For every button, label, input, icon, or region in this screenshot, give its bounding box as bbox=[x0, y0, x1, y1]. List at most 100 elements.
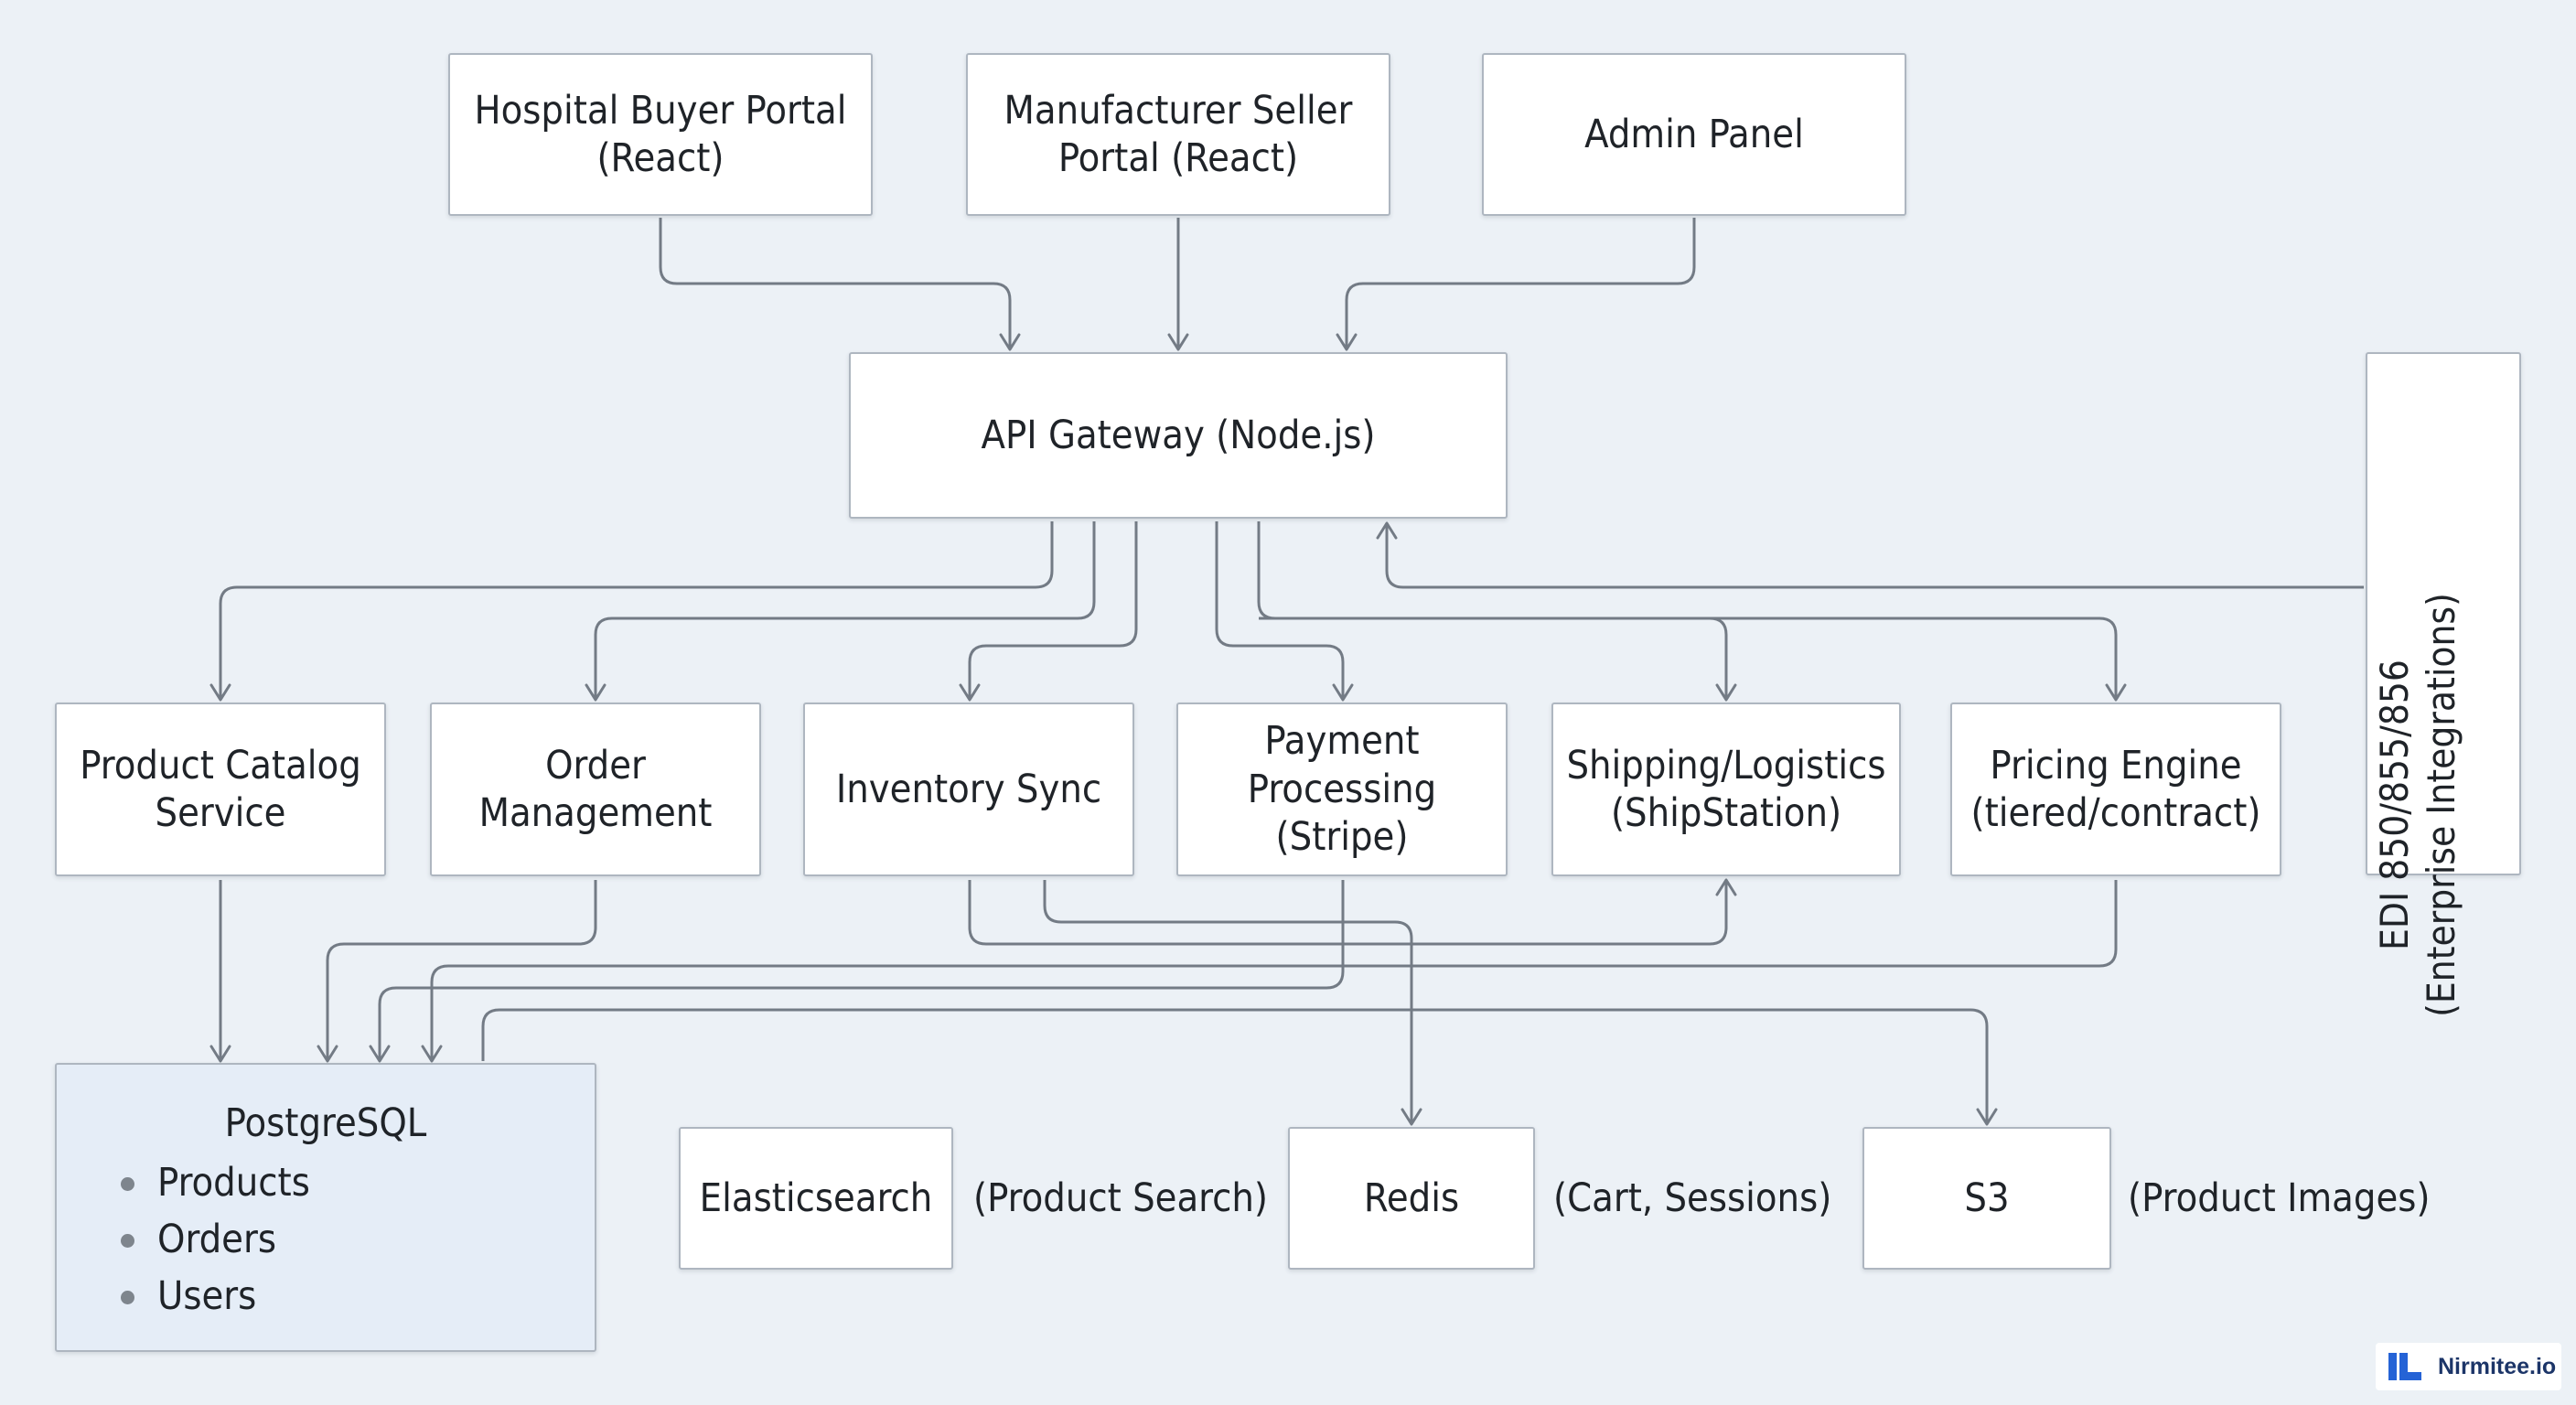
connector-line bbox=[378, 880, 1345, 1061]
node-pricing-engine: Pricing Engine (tiered/contract) bbox=[1950, 702, 2281, 876]
arrowhead bbox=[585, 683, 606, 702]
arrowhead bbox=[1976, 1108, 1998, 1126]
node-label-line: (ShipStation) bbox=[1610, 790, 1842, 836]
postgresql-table-item: Orders bbox=[121, 1211, 595, 1268]
connector-line bbox=[481, 1008, 1989, 1124]
node-label-line: Payment bbox=[1264, 718, 1420, 765]
node-label-line: Order bbox=[545, 742, 646, 788]
connector-line bbox=[968, 521, 1138, 700]
arrowhead bbox=[209, 1045, 231, 1063]
nirmitee-logo-icon bbox=[2388, 1353, 2421, 1380]
connector-line bbox=[1257, 521, 1728, 700]
node-label-line: Shipping/Logistics bbox=[1566, 742, 1886, 788]
note-product-images: (Product Images) bbox=[2128, 1175, 2431, 1221]
edge-pricing-to-postgresql bbox=[421, 880, 2118, 1063]
node-edi-integrations bbox=[2366, 352, 2521, 875]
note-product-search: (Product Search) bbox=[973, 1175, 1268, 1221]
node-payment-processing: Payment Processing (Stripe) bbox=[1176, 702, 1508, 876]
node-s3: S3 bbox=[1862, 1127, 2111, 1270]
node-api-gateway: API Gateway (Node.js) bbox=[849, 352, 1508, 519]
connector-line bbox=[1385, 523, 2364, 589]
node-label-line: Portal (React) bbox=[1057, 135, 1299, 181]
edge-edi-to-gateway bbox=[1376, 521, 2364, 589]
node-label-line: (tiered/contract) bbox=[1970, 790, 2261, 836]
node-label-line: Management bbox=[478, 790, 713, 836]
connector-line bbox=[1259, 617, 2118, 700]
arrowhead bbox=[1332, 683, 1354, 702]
node-postgresql: PostgreSQL Products Orders Users bbox=[55, 1063, 596, 1352]
node-shipping-logistics: Shipping/Logistics (ShipStation) bbox=[1551, 702, 1901, 876]
arrowhead bbox=[959, 683, 981, 702]
node-hospital-buyer-portal: Hospital Buyer Portal (React) bbox=[448, 53, 873, 216]
node-label-line: (React) bbox=[596, 135, 724, 181]
arrowhead bbox=[2105, 683, 2127, 702]
edge-inventory-to-redis bbox=[1043, 880, 1422, 1126]
arrowhead bbox=[1376, 521, 1398, 540]
edge-payment-to-postgresql bbox=[369, 880, 1345, 1063]
postgresql-table-item: Users bbox=[121, 1268, 595, 1325]
arrowhead bbox=[1336, 333, 1358, 351]
node-inventory-sync: Inventory Sync bbox=[803, 702, 1134, 876]
edge-orders-to-postgresql bbox=[317, 880, 597, 1063]
postgresql-table-item: Products bbox=[121, 1154, 595, 1211]
arrowhead bbox=[1401, 1108, 1422, 1126]
edge-gateway-to-pricing bbox=[1259, 617, 2127, 702]
node-label-line: Pricing Engine bbox=[1990, 742, 2242, 788]
node-label-line: Manufacturer Seller bbox=[1004, 87, 1353, 134]
node-label-line: Service bbox=[155, 790, 286, 836]
connector-line bbox=[1215, 521, 1345, 700]
connector-line bbox=[219, 521, 1054, 700]
arrowhead bbox=[1715, 878, 1737, 896]
node-label-line: Product Catalog bbox=[80, 742, 361, 788]
node-label-line: API Gateway (Node.js) bbox=[981, 412, 1376, 458]
edge-gateway-to-shipping bbox=[1257, 521, 1737, 702]
edge-gateway-to-catalog bbox=[209, 521, 1054, 702]
note-cart-sessions: (Cart, Sessions) bbox=[1553, 1175, 1832, 1221]
edge-seller-to-gateway bbox=[1167, 218, 1189, 351]
connector-line bbox=[659, 218, 1012, 349]
arrowhead bbox=[1715, 683, 1737, 702]
edge-buyer-to-gateway bbox=[659, 218, 1021, 351]
connector-line bbox=[1345, 218, 1696, 349]
node-label-line: Processing bbox=[1247, 766, 1437, 812]
node-product-catalog-service: Product Catalog Service bbox=[55, 702, 386, 876]
arrowhead bbox=[421, 1045, 443, 1063]
connector-line bbox=[430, 880, 2118, 1061]
arrowhead bbox=[317, 1045, 338, 1063]
brand-name: Nirmitee.io bbox=[2438, 1353, 2557, 1379]
arrowhead bbox=[209, 683, 231, 702]
node-admin-panel: Admin Panel bbox=[1482, 53, 1906, 216]
edge-inventory-shipping-to-postgresql bbox=[968, 878, 1737, 946]
postgresql-title: PostgreSQL bbox=[224, 1100, 427, 1146]
node-edi-label: EDI 850/855/856 (Enterprise Integrations… bbox=[2367, 576, 2468, 1034]
node-label-line: Admin Panel bbox=[1584, 111, 1804, 157]
node-redis: Redis bbox=[1288, 1127, 1535, 1270]
edge-catalog-to-postgresql bbox=[209, 880, 231, 1063]
connector-line bbox=[326, 880, 597, 1061]
node-label-line: (Enterprise Integrations) bbox=[2419, 593, 2463, 1017]
arrowhead bbox=[999, 333, 1021, 351]
edge-gateway-to-payment bbox=[1215, 521, 1354, 702]
connector-line bbox=[968, 880, 1728, 946]
node-label-line: Elasticsearch bbox=[699, 1174, 933, 1221]
node-label-line: Inventory Sync bbox=[835, 766, 1102, 812]
node-manufacturer-seller-portal: Manufacturer Seller Portal (React) bbox=[966, 53, 1390, 216]
node-label-line: Hospital Buyer Portal bbox=[474, 87, 847, 134]
node-order-management: Order Management bbox=[430, 702, 761, 876]
arrowhead bbox=[1167, 333, 1189, 351]
nirmitee-logo: Nirmitee.io bbox=[2376, 1343, 2561, 1390]
connector-line bbox=[594, 521, 1096, 700]
edge-admin-to-gateway bbox=[1336, 218, 1696, 351]
edge-gateway-to-inventory bbox=[959, 521, 1138, 702]
node-label-line: EDI 850/855/856 bbox=[2371, 660, 2417, 950]
arrowhead bbox=[369, 1045, 391, 1063]
node-elasticsearch: Elasticsearch bbox=[679, 1127, 953, 1270]
node-label-line: (Stripe) bbox=[1275, 814, 1409, 861]
node-label-line: Redis bbox=[1363, 1174, 1460, 1221]
edge-to-s3 bbox=[481, 1008, 1998, 1126]
connector-line bbox=[1043, 880, 1413, 1124]
node-label-line: S3 bbox=[1964, 1174, 2010, 1221]
postgresql-table-list: Products Orders Users bbox=[57, 1154, 595, 1325]
